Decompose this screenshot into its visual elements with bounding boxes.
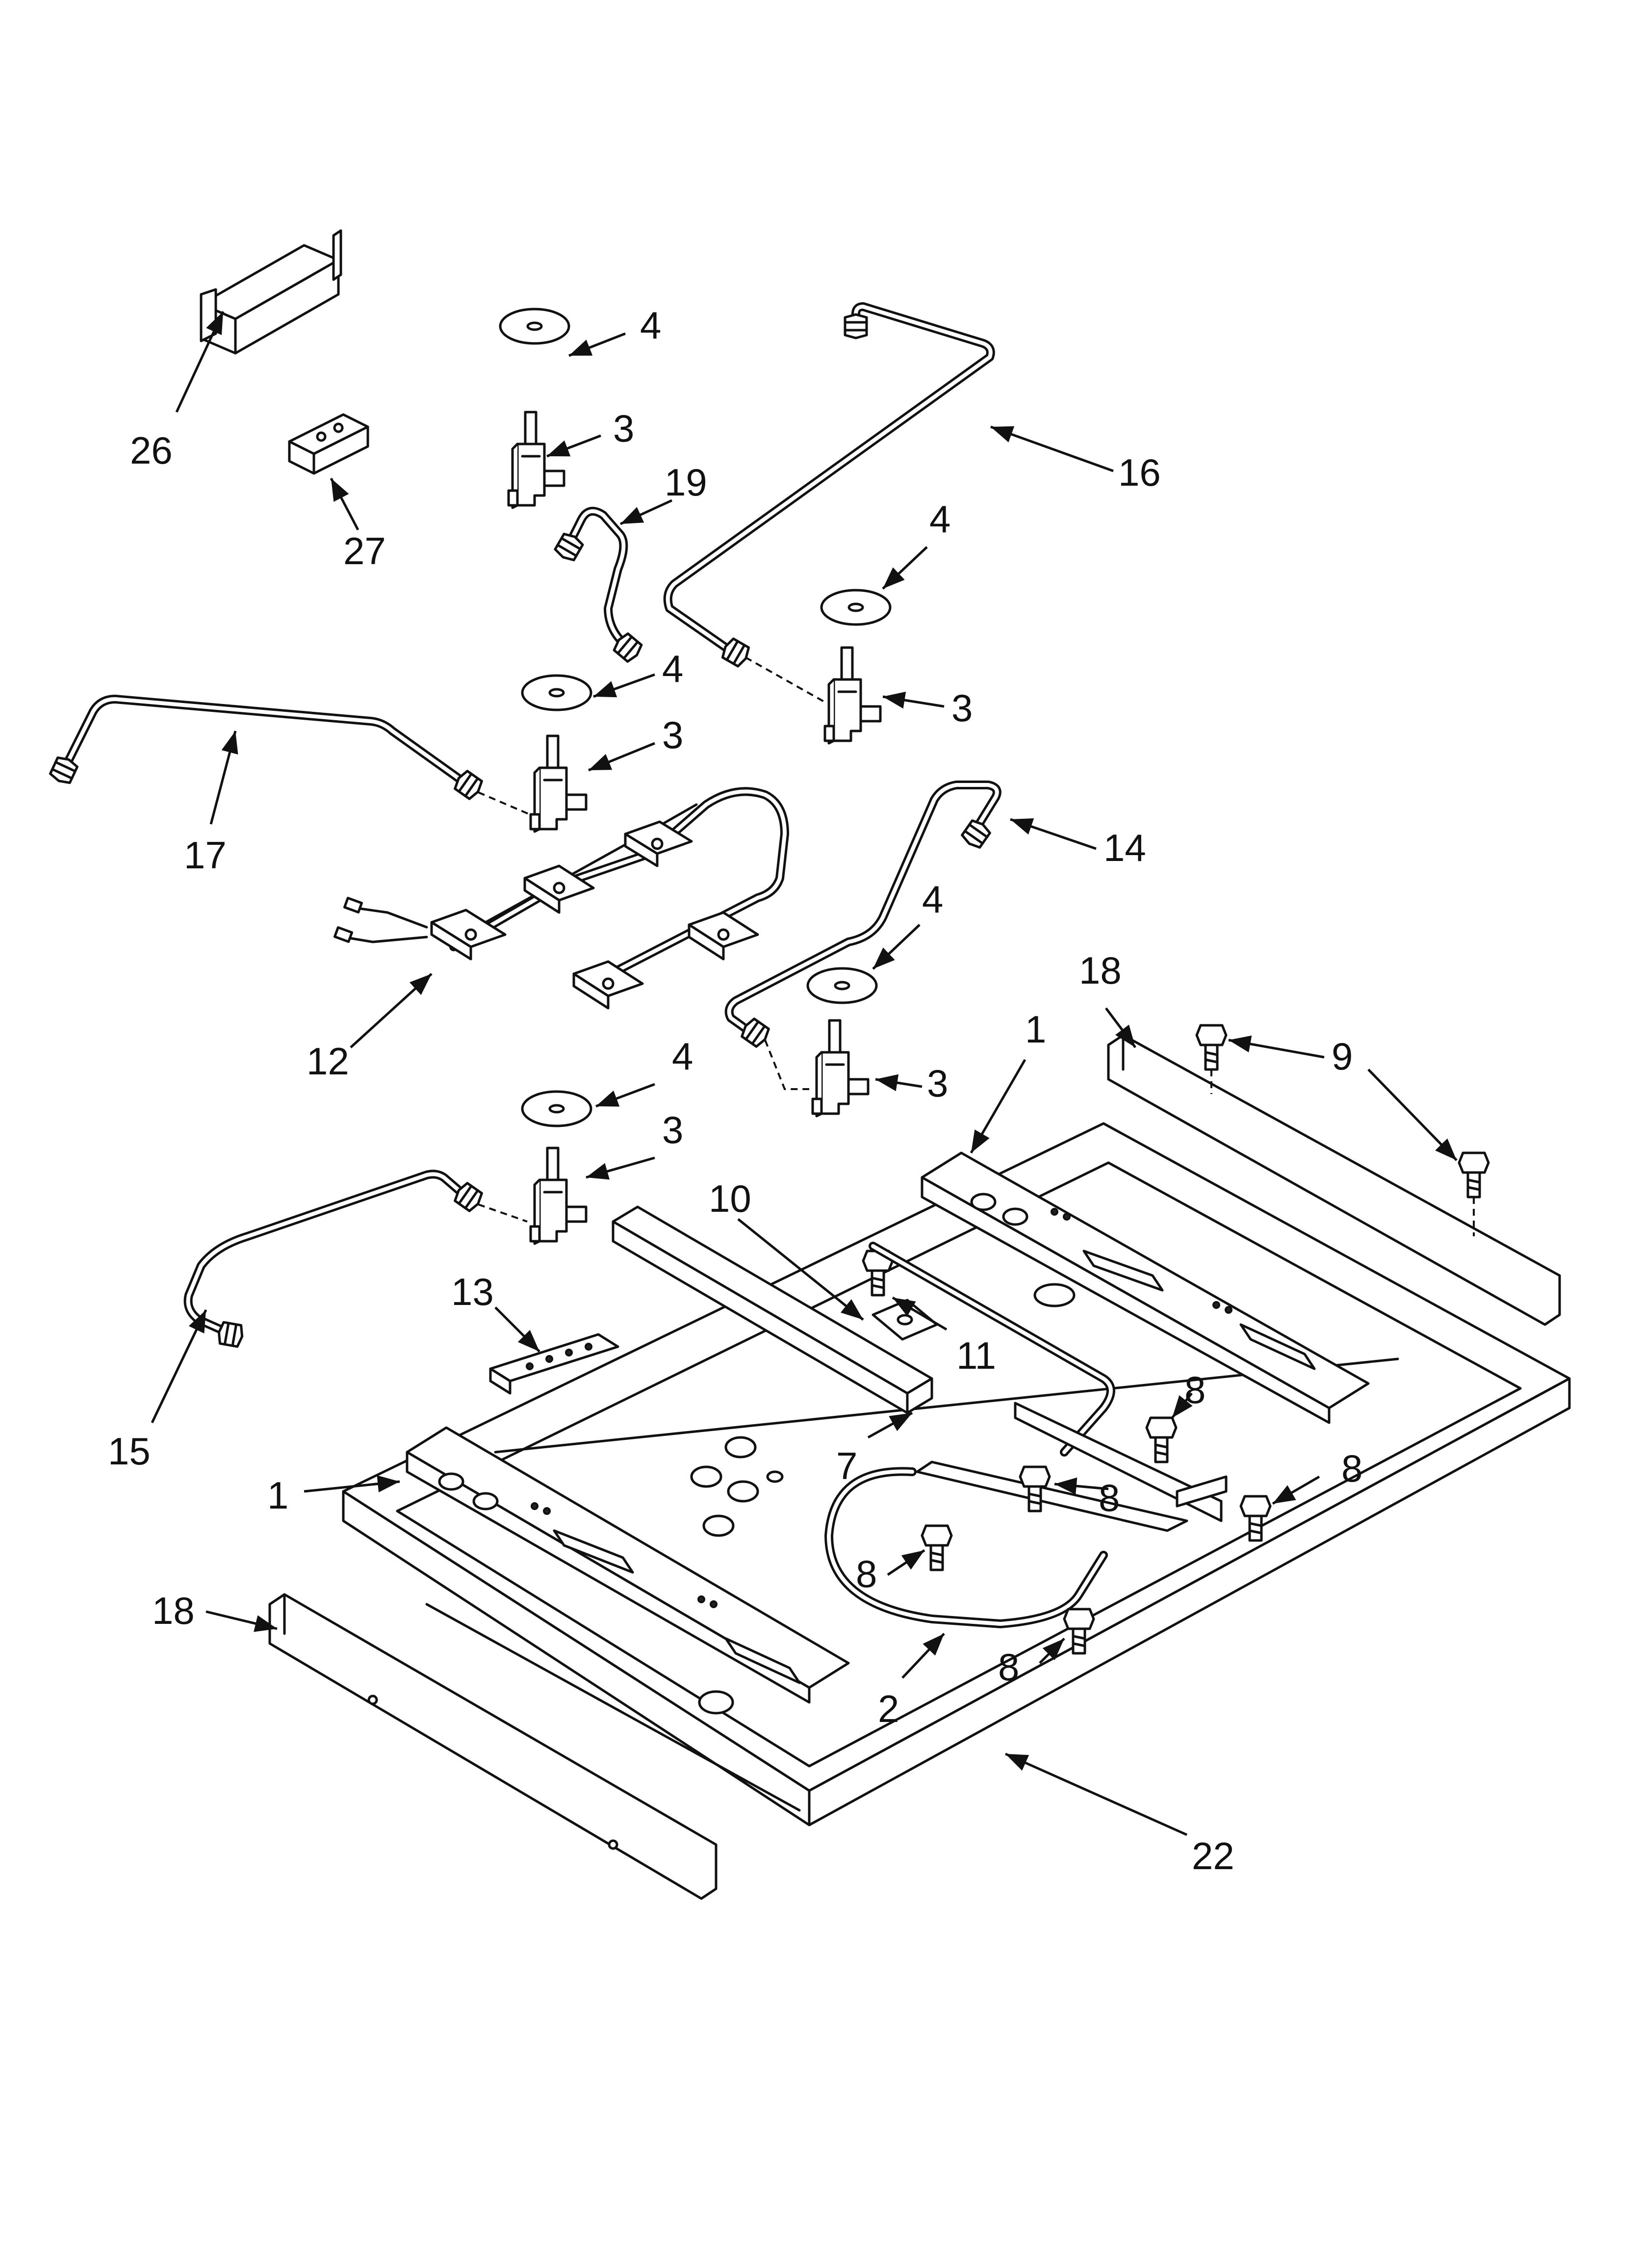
callout-13: 13 <box>451 1270 494 1313</box>
bracket-13 <box>489 1333 619 1395</box>
callout-4: 4 <box>922 878 943 921</box>
callout-8: 8 <box>856 1552 877 1595</box>
junction-box-26 <box>200 229 342 355</box>
base-tray-22 <box>342 1122 1571 1826</box>
callout-3: 3 <box>662 713 683 756</box>
callout-10: 10 <box>709 1177 751 1220</box>
callout-27: 27 <box>343 529 386 573</box>
callout-19: 19 <box>665 461 707 504</box>
callout-9: 9 <box>1332 1035 1353 1078</box>
side-rail-18-bottom <box>268 1593 718 1900</box>
spark-module-27 <box>288 413 369 475</box>
callout-1: 1 <box>267 1474 288 1517</box>
callout-26: 26 <box>130 429 173 472</box>
screw-9-a <box>1197 1025 1226 1069</box>
gas-tube-15 <box>183 1170 528 1347</box>
gas-tube-16 <box>663 302 995 703</box>
callout-15: 15 <box>108 1430 151 1473</box>
ignitor-harness-12 <box>333 787 789 1010</box>
callout-16: 16 <box>1118 451 1161 494</box>
screw-9-b <box>1459 1153 1488 1197</box>
orifice-grommets <box>690 1283 1076 1715</box>
valve-3-d <box>813 1020 868 1116</box>
valve-3-c <box>531 736 586 832</box>
callout-7: 7 <box>836 1444 857 1487</box>
burner-bracket-1-top <box>921 1151 1370 1424</box>
callout-18: 18 <box>152 1589 195 1632</box>
callout-8: 8 <box>1184 1368 1206 1411</box>
callout-3: 3 <box>951 686 973 730</box>
callout-3: 3 <box>662 1108 683 1151</box>
callout-4: 4 <box>640 304 661 347</box>
callout-17: 17 <box>184 834 227 877</box>
washer-4-c <box>522 676 591 710</box>
callout-2: 2 <box>878 1687 899 1730</box>
callout-22: 22 <box>1192 1834 1234 1877</box>
gas-tube-17 <box>49 695 530 815</box>
callout-4: 4 <box>929 497 950 541</box>
washer-4-d <box>808 968 876 1003</box>
valve-3-b <box>825 648 880 743</box>
callout-3: 3 <box>613 407 634 450</box>
callout-8: 8 <box>1341 1447 1362 1490</box>
valve-3-a <box>509 412 564 508</box>
washer-4-a <box>500 309 569 343</box>
callout-18: 18 <box>1079 949 1122 992</box>
callout-12: 12 <box>307 1040 349 1083</box>
callout-1: 1 <box>1025 1008 1046 1051</box>
callout-8: 8 <box>998 1645 1019 1689</box>
burner-tube-2 <box>824 1242 1228 1628</box>
washer-4-b <box>821 590 890 625</box>
gas-tube-19 <box>554 507 644 663</box>
leader-lines <box>151 311 1458 1836</box>
callout-3: 3 <box>927 1062 948 1105</box>
callout-11: 11 <box>956 1334 996 1377</box>
callout-4: 4 <box>662 647 683 690</box>
burner-bracket-1-bottom <box>406 1426 850 1704</box>
callout-14: 14 <box>1103 826 1146 869</box>
washer-4-e <box>522 1092 591 1126</box>
callout-4: 4 <box>672 1035 693 1078</box>
valve-3-e <box>531 1148 586 1244</box>
gas-tube-14 <box>724 781 1001 1090</box>
callout-8: 8 <box>1099 1476 1120 1519</box>
